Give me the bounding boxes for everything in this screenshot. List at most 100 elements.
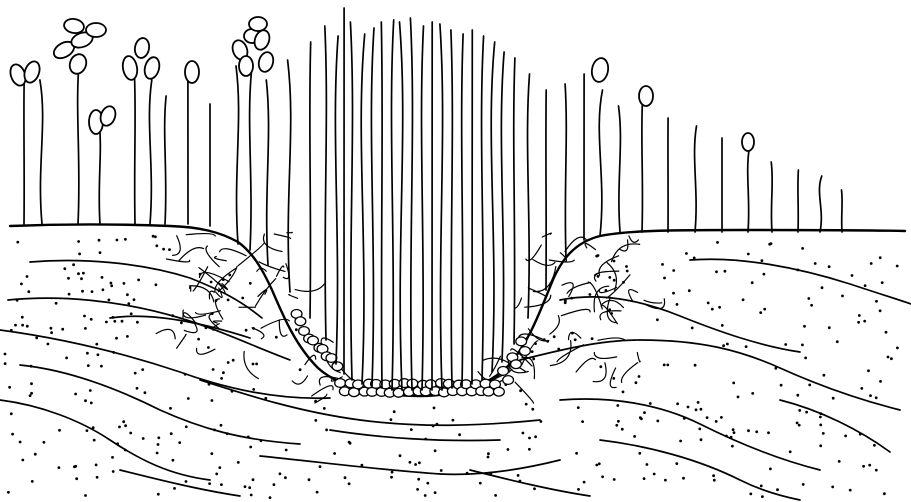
soil-dot: [487, 452, 490, 455]
hypha-strand: [612, 244, 640, 262]
sporangiophore-stalk: [599, 90, 602, 236]
soil-dot: [105, 321, 108, 324]
soil-dot: [879, 309, 882, 312]
sporangiophore-stalk: [528, 74, 530, 318]
sporangiophore-stalk: [361, 34, 364, 384]
soil-dot: [711, 308, 714, 311]
soil-dot: [134, 372, 137, 375]
soil-dot: [643, 477, 646, 480]
sporangium-head: [742, 133, 754, 151]
hypha-strand: [199, 268, 225, 294]
soil-dot: [20, 283, 23, 286]
soil-dot: [653, 473, 656, 476]
soil-dot: [808, 384, 811, 387]
soil-dot: [112, 470, 115, 473]
soil-dot: [881, 281, 884, 284]
soil-dot: [885, 331, 888, 334]
spore-cell: [520, 347, 531, 356]
hypha-strand: [196, 311, 221, 315]
soil-dot: [682, 477, 685, 480]
soil-dot: [851, 274, 854, 277]
soil-dot: [426, 482, 429, 485]
hypha-strand: [561, 309, 590, 315]
soil-dot: [868, 464, 871, 467]
soil-dot: [11, 433, 14, 436]
soil-dot: [90, 402, 93, 405]
soil-dot: [688, 289, 691, 292]
stratum-line: [0, 330, 330, 398]
stratum-line: [780, 400, 890, 452]
soil-dot: [798, 424, 801, 427]
sporangiophore-stalk: [642, 96, 643, 232]
soil-dot: [308, 478, 311, 481]
soil-dot: [528, 437, 531, 440]
soil-dot: [700, 408, 703, 411]
soil-dot: [574, 338, 577, 341]
soil-dot: [110, 282, 113, 285]
soil-dot: [172, 459, 175, 462]
sporangiophore-stalk: [819, 176, 821, 232]
soil-dot: [700, 438, 703, 441]
soil-dot: [314, 419, 317, 422]
soil-dot: [91, 290, 94, 293]
sporangium-head: [249, 17, 267, 31]
hypha-strand: [184, 323, 197, 333]
soil-dot: [249, 282, 252, 285]
hypha-strand: [312, 386, 333, 396]
soil-dot: [14, 324, 17, 327]
soil-dot: [707, 302, 710, 305]
soil-dot: [249, 446, 252, 449]
soil-dot: [390, 476, 393, 479]
hypha-strand: [549, 260, 574, 262]
sporangiophore-stalk: [462, 34, 463, 386]
soil-dot: [141, 368, 144, 371]
soil-dot: [687, 406, 690, 409]
soil-dot: [759, 311, 762, 314]
sporangiophore-stalk: [149, 80, 151, 224]
soil-dot: [751, 281, 754, 284]
soil-dot: [769, 468, 772, 471]
soil-dot: [35, 337, 38, 340]
hypha-strand: [593, 363, 606, 382]
soil-dot: [208, 482, 211, 485]
soil-dot: [458, 433, 461, 436]
soil-dot: [742, 298, 745, 301]
soil-dot: [47, 343, 50, 346]
soil-dot: [804, 357, 807, 360]
soil-dot: [721, 324, 724, 327]
soil-dot: [796, 422, 799, 425]
soil-dot: [168, 248, 171, 251]
spore-cell: [332, 362, 343, 371]
soil-dot: [116, 239, 119, 242]
soil-dot: [695, 408, 698, 411]
sporangiophore-stalk: [400, 22, 403, 390]
soil-dot: [21, 459, 24, 462]
soil-dot: [763, 273, 766, 276]
soil-dot: [613, 279, 616, 282]
soil-dot: [867, 369, 870, 372]
soil-dot: [156, 452, 159, 455]
soil-dot: [625, 265, 628, 268]
soil-dot: [84, 494, 87, 497]
soil-dot: [252, 478, 255, 481]
soil-dot: [115, 337, 118, 340]
hypha-strand: [190, 286, 191, 291]
soil-dot: [531, 408, 534, 411]
sporangiophore-stalk: [482, 36, 484, 380]
soil-dot: [414, 463, 417, 466]
hypha-strand: [216, 299, 223, 319]
soil-dot: [883, 492, 886, 495]
soil-dot: [77, 240, 80, 243]
soil-dot: [737, 396, 740, 399]
soil-dot: [154, 235, 157, 238]
soil-dot: [507, 448, 510, 451]
spore-cell: [295, 317, 306, 326]
sporangium-head: [590, 57, 610, 83]
soil-dot: [747, 429, 750, 432]
soil-dot: [144, 391, 147, 394]
soil-dot: [50, 327, 53, 330]
soil-dot: [896, 265, 899, 268]
soil-dot: [30, 392, 33, 395]
soil-dot: [65, 357, 68, 360]
